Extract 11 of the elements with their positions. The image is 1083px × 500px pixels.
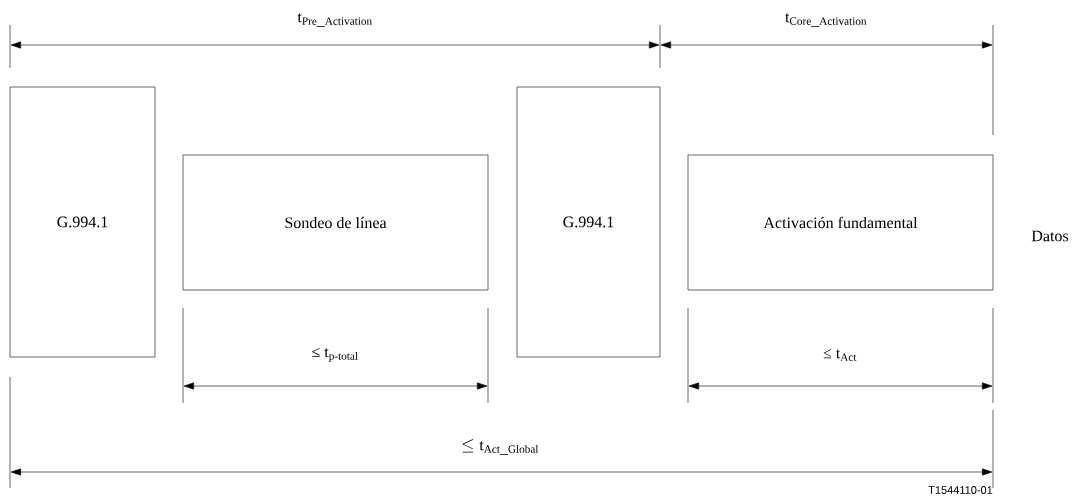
phase-box: G.994.1 bbox=[9, 86, 156, 358]
dimension-label: $\mathrm{t}_{\mathrm{Pre\_Activation}}$ bbox=[297, 13, 372, 27]
dimension-label: $\mathrm{t}_{\mathrm{Core\_Activation}}$ bbox=[785, 13, 867, 27]
dimension-label: ≤ t$_{p-total}$ bbox=[312, 347, 358, 363]
phase-label: Datos bbox=[1031, 230, 1069, 242]
phase-box: Activación fundamental bbox=[687, 154, 994, 291]
phase-box: Sondeo de línea bbox=[182, 154, 489, 291]
figure-id: T1544110-01 bbox=[928, 486, 993, 494]
dimension-label: $\leq \mathrm{t}_{\mathrm{Act\_Global}}$ bbox=[462, 439, 539, 455]
phase-box: G.994.1 bbox=[516, 86, 661, 358]
dimension-label: ≤ t$_{Act}$ bbox=[823, 349, 857, 361]
